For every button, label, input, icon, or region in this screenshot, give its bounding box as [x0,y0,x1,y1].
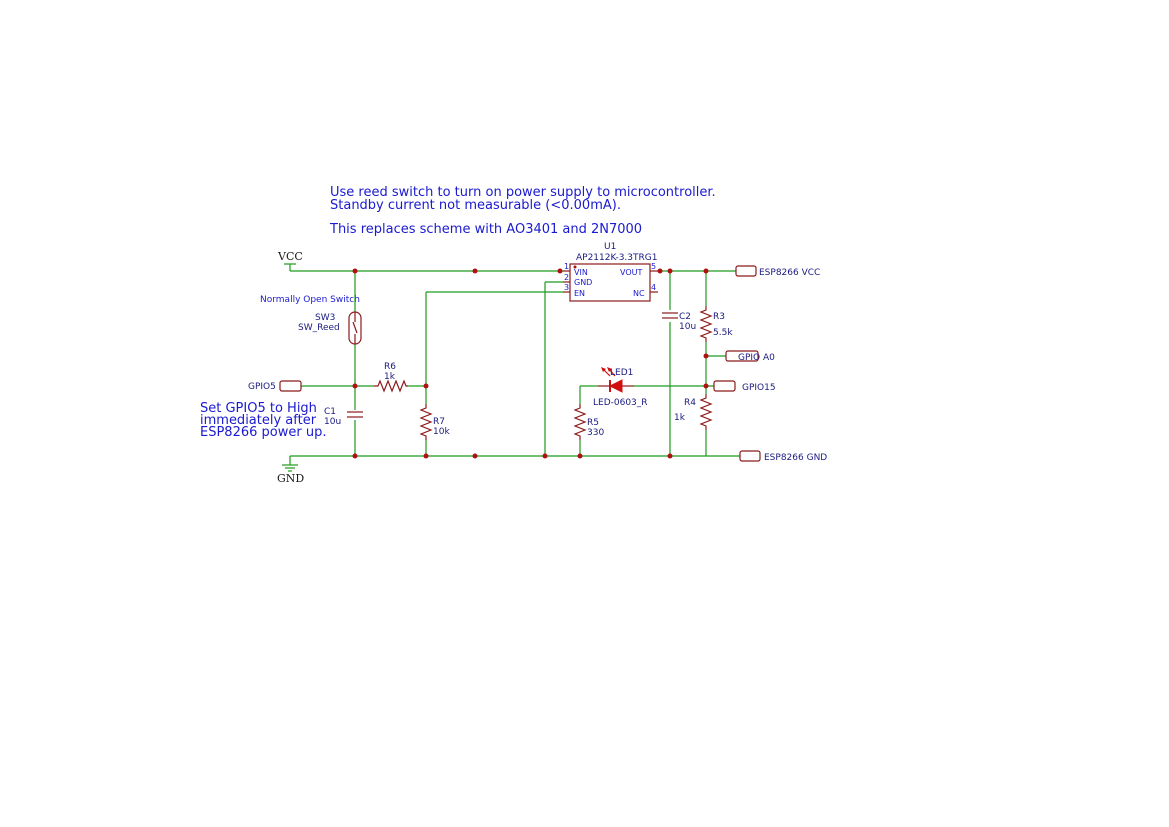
port-gpio-a0[interactable]: GPIO A0 [725,350,775,363]
switch-note: Normally Open Switch [260,295,360,305]
note-line-2: Standby current not measurable (<0.00mA)… [330,198,621,213]
sw3-ref: SW3 [315,313,335,323]
vcc-symbol: VCC [277,250,303,265]
note-line-1: Use reed switch to turn on power supply … [330,185,716,200]
resistor-r6[interactable]: R6 1k [374,362,408,393]
vcc-label: VCC [277,250,303,263]
sw3-value: SW_Reed [298,323,340,333]
u1-pin-vin: VIN [574,268,588,277]
regulator-u1[interactable]: U1 AP2112K-3.3TRG1 VIN GND EN VOUT NC 1 … [563,242,658,302]
r7-value: 10k [433,427,450,437]
led-led1[interactable]: LED1 LED-0603_R [593,367,648,408]
capacitor-c2[interactable]: C2 10u [662,312,696,332]
resistor-r3[interactable]: R3 5.5k [699,306,733,342]
u1-pin-num-4: 4 [651,283,656,292]
gnd-symbol: GND [277,464,304,485]
note-line-3: This replaces scheme with AO3401 and 2N7… [329,222,642,237]
resistor-r7[interactable]: R7 10k [419,404,450,440]
gpio-note-line-2: immediately after [200,413,317,428]
u1-pin-nc: NC [633,289,645,298]
r4-ref: R4 [684,398,696,408]
u1-value: AP2112K-3.3TRG1 [576,253,657,263]
port-esp-gnd[interactable]: ESP8266 GND [739,450,827,463]
u1-pin-vout: VOUT [620,268,642,277]
gpio-note-line-1: Set GPIO5 to High [200,401,317,416]
capacitor-c1[interactable]: C1 10u [324,407,364,427]
c1-value: 10u [324,417,341,427]
c2-ref: C2 [679,312,691,322]
r6-value: 1k [384,372,396,382]
u1-pin-num-1: 1 [564,262,569,271]
c1-ref: C1 [324,407,336,417]
r5-value: 330 [587,428,604,438]
u1-pin-en: EN [574,289,585,298]
r3-ref: R3 [713,312,725,322]
port-gpio-a0-label: GPIO A0 [738,353,775,363]
junctions [352,268,709,459]
u1-pin-gnd: GND [574,278,592,287]
reed-switch-sw3[interactable]: SW3 SW_Reed [298,311,362,345]
port-esp-vcc-label: ESP8266 VCC [759,268,820,278]
resistor-r4[interactable]: R4 1k [674,394,713,430]
led1-ref: LED1 [610,368,633,378]
led1-value: LED-0603_R [593,398,648,408]
port-gpio15[interactable]: GPIO15 [713,380,776,393]
port-esp-gnd-label: ESP8266 GND [764,453,827,463]
gnd-label: GND [277,472,304,485]
r5-ref: R5 [587,418,599,428]
port-gpio15-label: GPIO15 [742,383,776,393]
r6-ref: R6 [384,362,396,372]
gpio-note-line-3: ESP8266 power up. [200,425,326,440]
port-esp-vcc[interactable]: ESP8266 VCC [735,265,820,278]
u1-pin-num-5: 5 [651,262,656,271]
u1-pin-num-2: 2 [564,273,569,282]
r4-value: 1k [674,413,686,423]
wires [289,264,740,465]
r7-ref: R7 [433,417,445,427]
port-gpio5[interactable]: GPIO5 [248,380,302,392]
u1-ref: U1 [604,242,616,252]
u1-pin-num-3: 3 [564,283,569,292]
resistor-r5[interactable]: R5 330 [573,404,604,440]
port-gpio5-label: GPIO5 [248,382,276,392]
c2-value: 10u [679,322,696,332]
r3-value: 5.5k [713,328,733,338]
